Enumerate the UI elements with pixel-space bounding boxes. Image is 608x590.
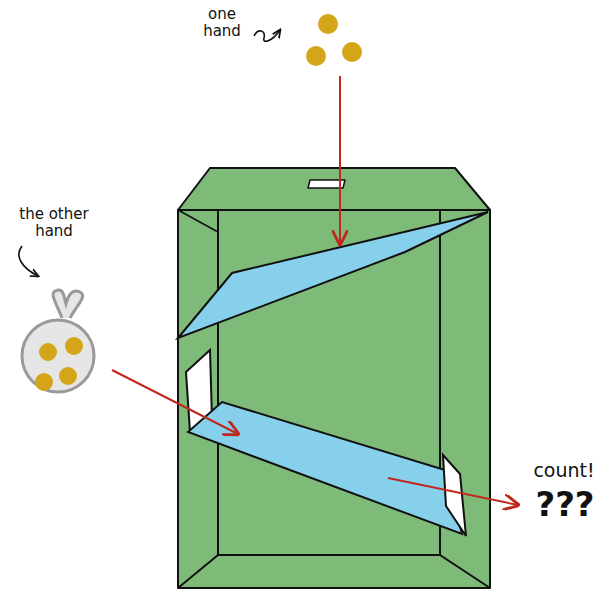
green-box <box>178 168 490 588</box>
hand-label: one hand <box>196 6 248 39</box>
flow-arrows <box>112 76 518 505</box>
coins <box>306 14 362 66</box>
upper-ramp <box>178 212 488 338</box>
exit-opening <box>443 455 466 536</box>
coin-bag <box>22 290 94 392</box>
question-marks: ??? <box>528 486 602 523</box>
count-label: count! <box>526 460 602 481</box>
lower-ramp <box>188 402 462 534</box>
pointer-squiggles <box>19 30 280 276</box>
hand-label: the other hand <box>8 206 100 239</box>
